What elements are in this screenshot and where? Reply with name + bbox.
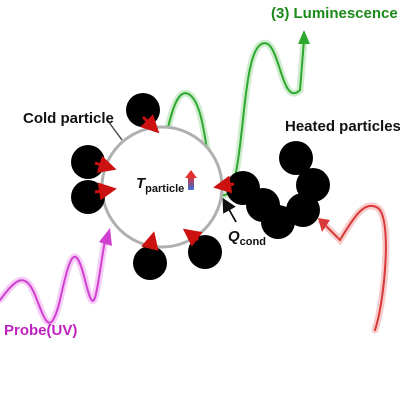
heated-wave-arrowhead [318,218,330,232]
t-particle-label: Tparticle [136,175,185,195]
q-cond-arrow [222,197,237,223]
heated-particles-chain [226,141,330,239]
attached-particle [188,235,222,269]
probe-arrowhead [99,228,112,246]
q-symbol: Q [228,228,240,245]
cold-particle-label: Cold particle [23,110,114,127]
contact-arrows [94,114,235,251]
red-arrow [182,228,203,247]
red-arrow [94,182,117,201]
red-arrow [213,175,235,194]
heated-wave [318,202,390,334]
heated-particles-label: Heated particles [285,118,400,135]
red-arrow [141,231,159,251]
luminescence-label: (3) Luminescence [271,5,398,22]
probe-wave [0,228,112,327]
t-symbol: T [136,175,146,192]
probe-label: Probe(UV) [4,322,78,339]
luminescence-wave [146,30,310,204]
attached-particle [71,180,105,214]
attached-particle [71,145,105,179]
heated-particle [296,168,330,202]
t-subscript: particle [145,183,185,195]
cold-particle-leader [107,120,123,141]
luminescence-arrowhead [298,30,310,44]
q-subscript: cond [239,236,266,248]
red-arrow [94,155,117,173]
heated-particle [279,141,313,175]
attached-particle [126,93,160,127]
q-cond-label: Qcond [228,228,266,248]
thermometer-icon [185,170,197,190]
attached-particle [133,246,167,280]
red-arrow [140,114,160,134]
